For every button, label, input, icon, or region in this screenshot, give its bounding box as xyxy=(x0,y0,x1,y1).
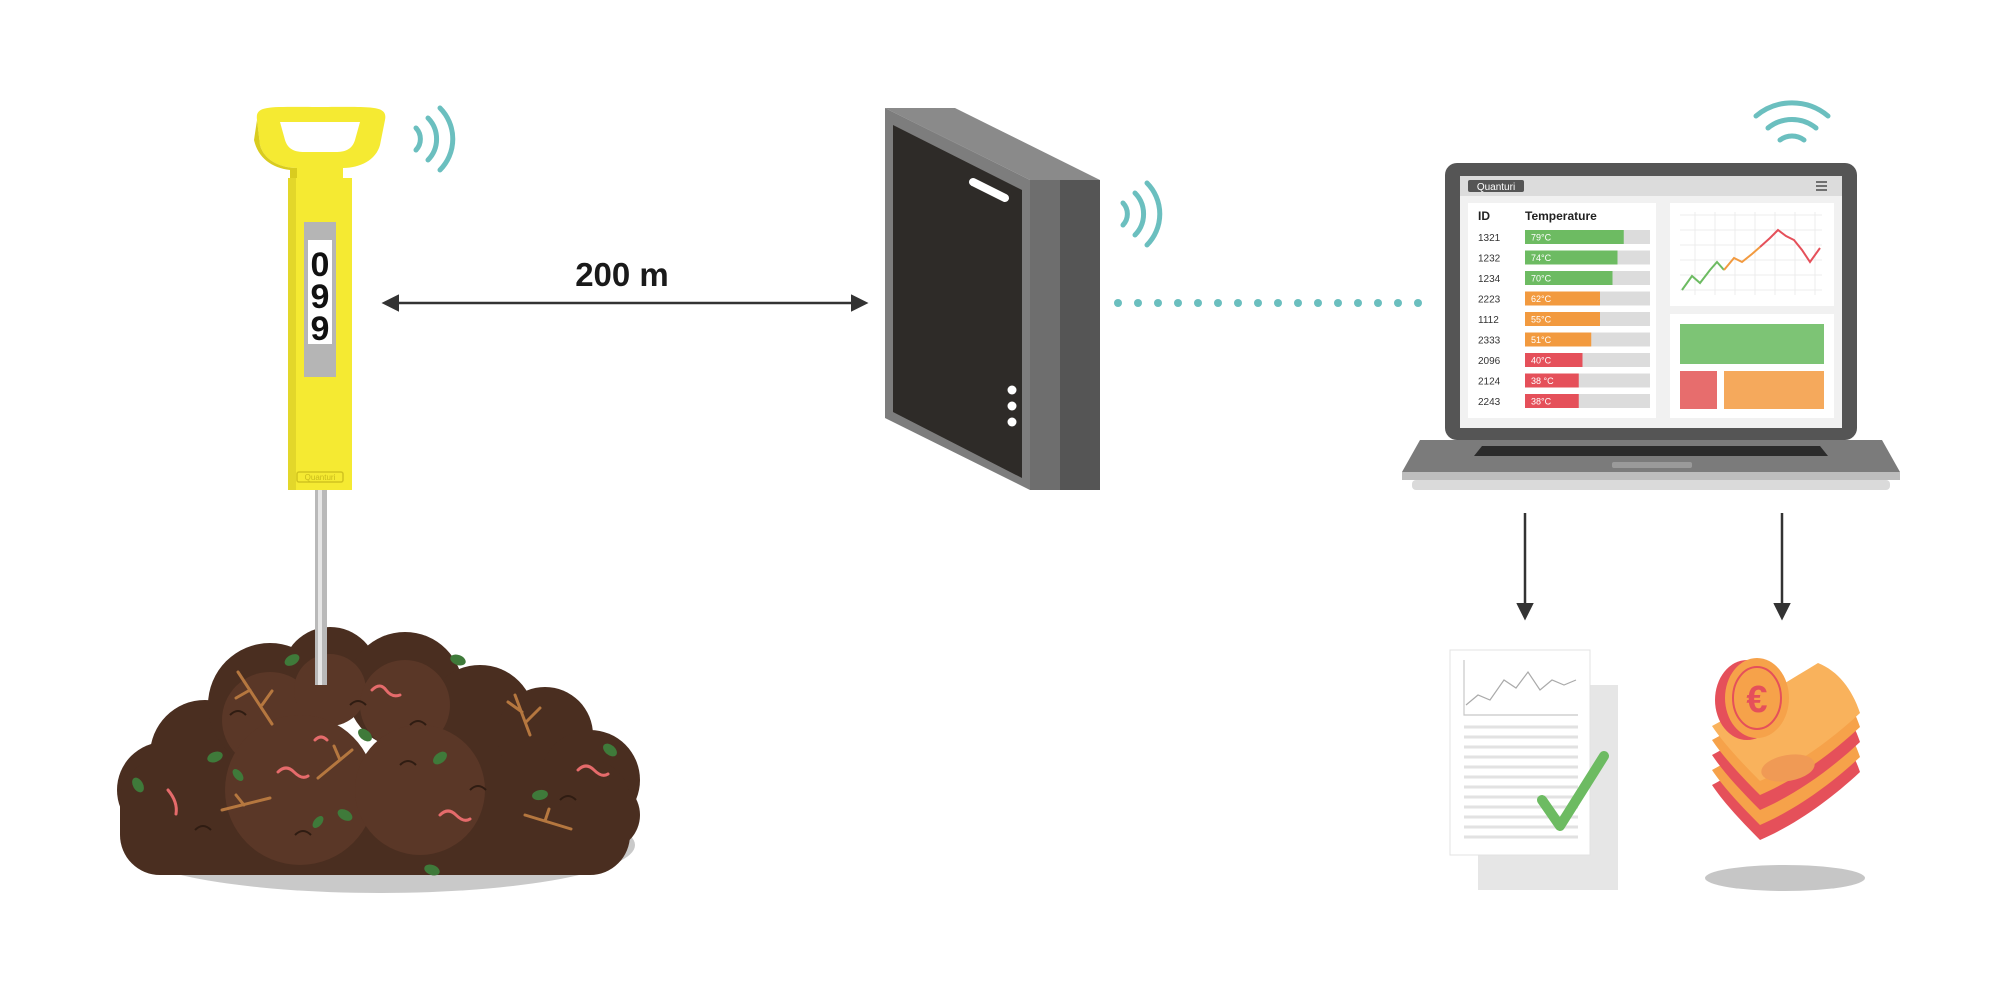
row-temperature: 62°C xyxy=(1531,294,1552,304)
banknotes-icon xyxy=(1712,663,1860,840)
row-bar-fill xyxy=(1525,250,1618,265)
row-bar-fill xyxy=(1525,271,1613,285)
check-icon xyxy=(1537,751,1609,831)
distance-indicator: 200 m xyxy=(381,256,869,312)
table-header-temperature: Temperature xyxy=(1525,209,1597,223)
euro-money-icon: € xyxy=(1705,658,1865,891)
row-id: 1232 xyxy=(1478,254,1501,265)
row-temperature: 55°C xyxy=(1531,315,1552,325)
laptop-touchpad xyxy=(1612,462,1692,468)
row-bar-fill xyxy=(1525,332,1592,347)
row-temperature: 38°C xyxy=(1531,397,1552,407)
status-block-green xyxy=(1680,324,1824,364)
laptop: Quanturi ID Temperature 1321 79°C 1232 74°C… xyxy=(1402,100,1900,490)
worms-icon xyxy=(166,684,610,822)
probe-handle xyxy=(256,106,386,178)
row-id: 1321 xyxy=(1478,233,1501,244)
row-temperature: 40°C xyxy=(1531,356,1552,366)
gateway-slot xyxy=(969,178,1009,202)
compost-pile xyxy=(117,627,640,893)
probe-brand-badge xyxy=(296,471,344,483)
euro-coin-icon: € xyxy=(1715,658,1789,740)
row-id: 2096 xyxy=(1478,356,1501,367)
svg-text:€: € xyxy=(1746,679,1767,721)
probe-digit-3: 9 xyxy=(311,310,330,348)
row-id: 2243 xyxy=(1478,397,1501,408)
gateway-front xyxy=(893,125,1022,478)
twigs-icon xyxy=(220,670,573,831)
status-block-orange xyxy=(1724,371,1824,409)
gateway-device xyxy=(885,108,1163,490)
row-id: 1112 xyxy=(1478,315,1499,326)
row-bar-fill xyxy=(1525,353,1583,367)
laptop-wifi-icon xyxy=(1753,100,1831,143)
laptop-keyboard xyxy=(1474,446,1828,456)
dashboard-header xyxy=(1460,176,1842,196)
chart-line-orange xyxy=(1723,246,1761,271)
row-temperature: 70°C xyxy=(1531,274,1552,284)
dashboard-brand-badge xyxy=(1468,180,1524,192)
gateway-led-3 xyxy=(1007,417,1017,427)
row-bar-fill xyxy=(1525,291,1600,306)
status-block-red xyxy=(1680,371,1717,409)
row-temperature: 38 °C xyxy=(1531,376,1554,386)
row-id: 2124 xyxy=(1478,377,1501,388)
distance-label: 200 m xyxy=(575,256,669,293)
gateway-led-1 xyxy=(1007,385,1017,395)
row-bar-fill xyxy=(1525,230,1624,244)
row-bar-fill xyxy=(1525,373,1579,388)
chart-line-red xyxy=(1759,228,1821,264)
row-id: 2333 xyxy=(1478,336,1501,347)
probe-label xyxy=(308,240,332,344)
gateway-wifi-icon xyxy=(1120,180,1163,248)
menu-icon xyxy=(1816,181,1827,191)
row-bar-fill xyxy=(1525,312,1600,326)
dashboard-brand: Quanturi xyxy=(1477,182,1515,193)
dotted-connection xyxy=(1114,299,1422,307)
chart-line-green xyxy=(1681,260,1725,291)
row-temperature: 51°C xyxy=(1531,335,1552,345)
report-check-icon xyxy=(1449,649,1618,890)
laptop-shadow xyxy=(1412,480,1890,490)
row-temperature: 74°C xyxy=(1531,253,1552,263)
probe-brand: Quanturi xyxy=(305,473,336,482)
temperature-probe: 0 9 9 Quanturi xyxy=(254,105,456,685)
report-front-page xyxy=(1449,649,1591,856)
report-mini-chart xyxy=(1465,670,1577,706)
compost-texture xyxy=(194,700,577,836)
laptop-base-edge xyxy=(1402,472,1900,480)
gateway-led-2 xyxy=(1007,401,1017,411)
row-id: 1234 xyxy=(1478,274,1501,285)
table-header-id: ID xyxy=(1478,209,1490,223)
probe-wifi-icon xyxy=(413,105,456,173)
probe-digit-1: 0 xyxy=(311,246,330,284)
row-temperature: 79°C xyxy=(1531,233,1552,243)
row-bar-fill xyxy=(1525,394,1579,408)
gateway-top xyxy=(885,108,1100,180)
money-shadow xyxy=(1705,865,1865,891)
probe-digit-2: 9 xyxy=(311,278,330,316)
row-id: 2223 xyxy=(1478,295,1501,306)
leaves-icon xyxy=(132,654,617,876)
compost-highlights xyxy=(222,654,485,865)
temperature-rows: 1321 79°C 1232 74°C 1234 70°C 2223 62°C 1112 55°C… xyxy=(1478,230,1650,408)
